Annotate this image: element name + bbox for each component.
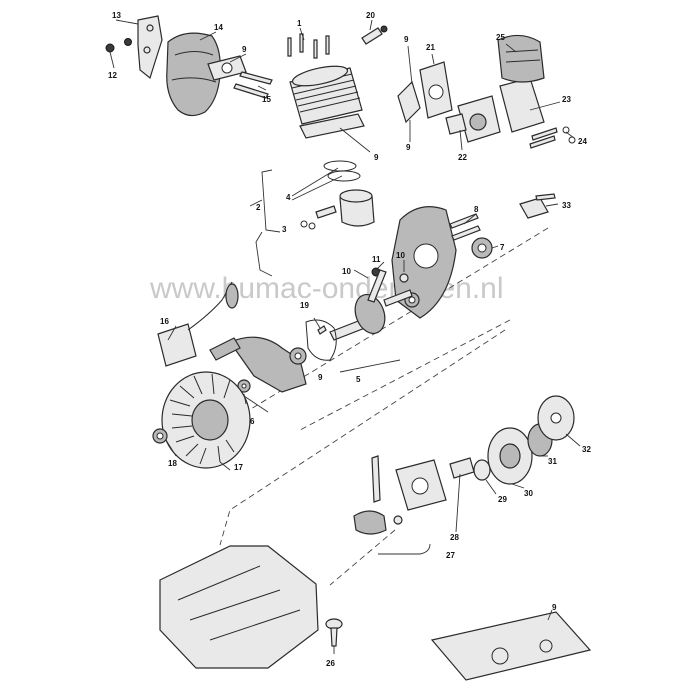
callout-9-cylinder: 9	[374, 153, 379, 162]
callout-10-left: 10	[342, 267, 351, 276]
callout-6: 6	[250, 417, 255, 426]
callout-17: 17	[234, 463, 243, 472]
callout-14: 14	[214, 23, 223, 32]
callout-13: 13	[112, 11, 121, 20]
callout-29: 29	[498, 495, 507, 504]
cylinder-base-gasket	[299, 113, 365, 139]
callouts: 13 14 9 1 20 15 12 9 9 21 25 23 24 9 22 …	[108, 11, 591, 668]
seal-6	[237, 379, 251, 393]
flywheel-nut	[152, 428, 168, 444]
callout-7: 7	[500, 243, 505, 252]
spark-plug	[361, 25, 388, 45]
worm-gear-28	[449, 457, 475, 479]
callout-2: 2	[256, 203, 261, 212]
crankcase-gasket	[305, 319, 337, 361]
callout-15: 15	[262, 95, 271, 104]
cylinder	[289, 65, 363, 125]
callout-5: 5	[356, 375, 361, 384]
callout-28: 28	[450, 533, 459, 542]
oil-pump	[353, 455, 403, 535]
air-filter-base	[499, 77, 545, 133]
callout-11: 11	[372, 255, 381, 264]
flywheel	[161, 371, 251, 469]
mount-bolt-26	[325, 618, 343, 647]
carburetor	[457, 95, 501, 143]
callout-33: 33	[562, 201, 571, 210]
bearing-10-right	[399, 273, 409, 283]
intake-gasket-a	[397, 80, 421, 124]
engine-housing	[159, 545, 319, 669]
piston-rings	[323, 160, 361, 182]
callout-1: 1	[297, 19, 302, 28]
intake-manifold	[419, 61, 453, 119]
crankcase-studs	[449, 213, 481, 241]
callout-31: 31	[548, 457, 557, 466]
clutch-32	[537, 395, 575, 441]
callout-9-intake: 9	[404, 35, 409, 44]
callout-22: 22	[458, 153, 467, 162]
pin-19	[317, 325, 327, 335]
callout-8: 8	[474, 205, 479, 214]
piston	[339, 189, 375, 227]
callout-10-right: 10	[396, 251, 405, 260]
clutch-drum	[487, 427, 533, 485]
callout-26: 26	[326, 659, 335, 668]
callout-9-gasket-set: 9	[552, 603, 557, 612]
callout-9-carb: 9	[406, 143, 411, 152]
crank-bearing-left	[289, 347, 307, 365]
callout-30: 30	[524, 489, 533, 498]
crankshaft	[329, 269, 413, 341]
callout-18: 18	[168, 459, 177, 468]
callout-9-muffler: 9	[242, 45, 247, 54]
muffler-bolts	[233, 71, 273, 99]
muffler-heat-shield	[137, 15, 163, 80]
group-brackets	[243, 169, 431, 555]
muffler-screws	[105, 38, 132, 53]
needle-bearing-29	[473, 459, 491, 481]
callout-32: 32	[582, 445, 591, 454]
callout-16: 16	[160, 317, 169, 326]
carburetor-bolts	[529, 126, 576, 149]
callout-4: 4	[286, 193, 291, 202]
air-filter	[497, 34, 545, 83]
ignition-coil	[157, 281, 239, 367]
leader-lines	[109, 19, 581, 654]
gasket-set	[430, 611, 592, 681]
callout-25: 25	[496, 33, 505, 42]
callout-19: 19	[300, 301, 309, 310]
callout-12: 12	[108, 71, 117, 80]
callout-21: 21	[426, 43, 435, 52]
oil-pump-gasket	[395, 459, 447, 511]
callout-27: 27	[446, 551, 455, 560]
piston-pin	[300, 205, 337, 230]
callout-20: 20	[366, 11, 375, 20]
bracket-33	[519, 193, 556, 219]
muffler-gasket	[207, 55, 247, 81]
carburetor-gasket	[445, 113, 467, 135]
callout-3: 3	[282, 225, 287, 234]
callout-9-crankcase: 9	[318, 373, 323, 382]
cylinder-screws	[287, 33, 330, 59]
callout-24: 24	[578, 137, 587, 146]
crankcase-half-left	[209, 336, 307, 393]
callout-23: 23	[562, 95, 571, 104]
seal-7	[471, 237, 493, 259]
